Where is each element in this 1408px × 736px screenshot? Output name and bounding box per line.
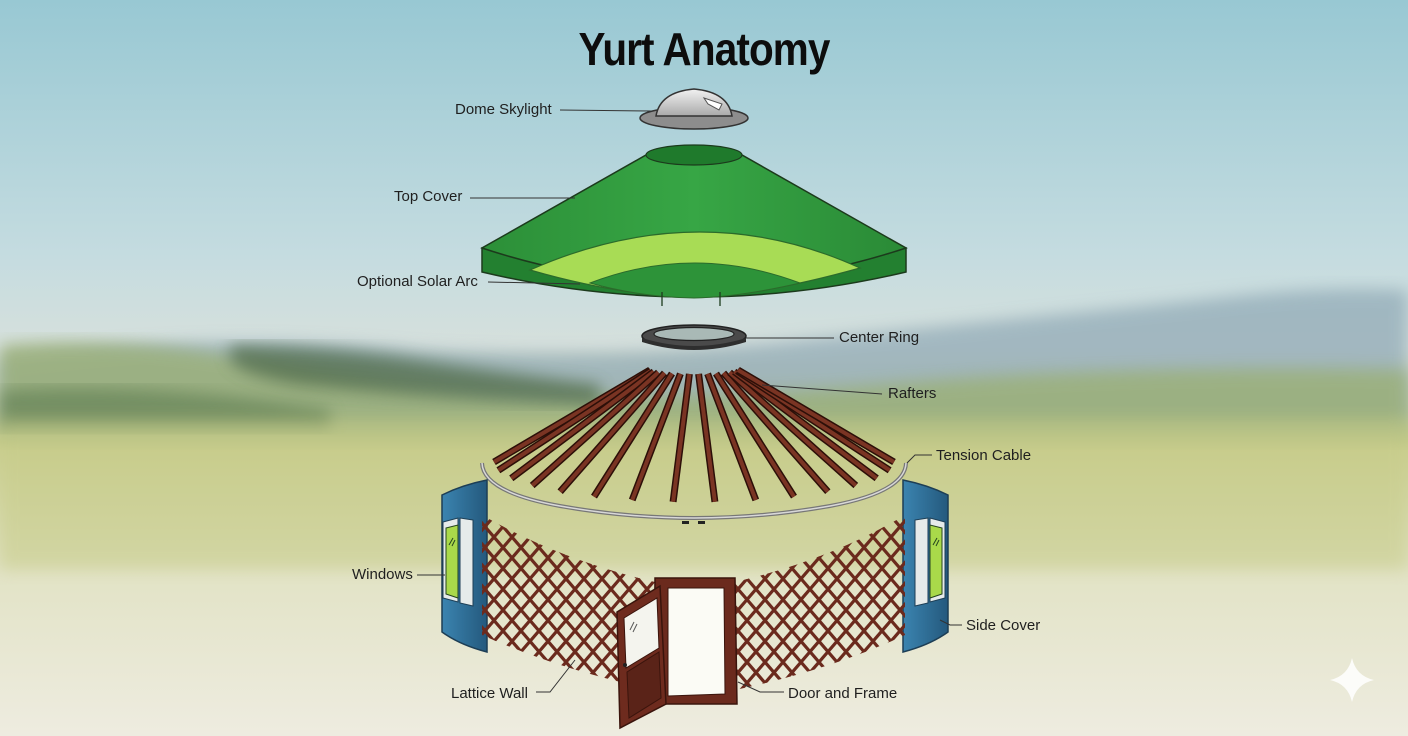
label-tension-cable: Tension Cable [936,447,1032,464]
label-optional-solar-arc: Optional Solar Arc [357,273,478,290]
rafters [492,366,896,503]
center-ring [641,324,747,350]
label-center-ring: Center Ring [839,329,920,346]
tension-cable [480,462,908,524]
label-side-cover: Side Cover [966,617,1041,634]
sparkle-icon [1330,658,1374,702]
label-dome-skylight: Dome Skylight [455,101,552,118]
door-and-frame [616,577,738,730]
label-top-cover: Top Cover [394,188,463,205]
label-rafters: Rafters [888,385,937,402]
label-windows: Windows [352,566,413,583]
diagram-title: Yurt Anatomy [578,23,830,75]
label-door-and-frame: Door and Frame [788,685,898,702]
label-lattice-wall: Lattice Wall [451,685,528,702]
top-cover [480,144,908,306]
leader-lines [417,109,962,693]
windows [442,517,946,607]
dome-skylight [639,88,749,130]
